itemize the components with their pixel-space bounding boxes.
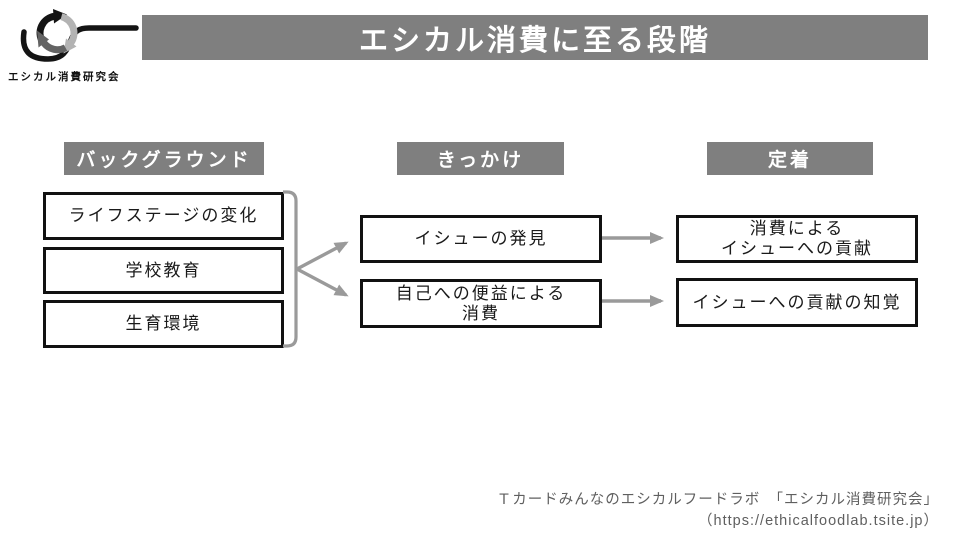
footer-credit: Ｔカードみんなのエシカルフードラボ 「エシカル消費研究会」	[496, 491, 939, 508]
node-upbringing-environment: 生育環境	[43, 300, 284, 348]
title-banner: エシカル消費に至る段階	[142, 15, 928, 60]
recycle-ladle-icon	[20, 9, 139, 62]
footer-url: （https://ethicalfoodlab.tsite.jp）	[698, 512, 939, 529]
node-school-education: 学校教育	[43, 247, 284, 294]
arrow-background-to-issue-discovery	[296, 241, 349, 271]
arrow-background-to-self-benefit	[296, 267, 349, 297]
stage-header-trigger: きっかけ	[397, 142, 564, 175]
node-issue-discovery: イシューの発見	[360, 215, 602, 263]
node-life-stage-change: ライフステージの変化	[43, 192, 284, 240]
node-perceived-contribution: イシューへの貢献の知覚	[676, 278, 918, 327]
footer: Ｔカードみんなのエシカルフードラボ 「エシカル消費研究会」 （https://e…	[497, 490, 939, 532]
logo-caption: エシカル消費研究会	[8, 71, 121, 83]
node-self-benefit-consumption: 自己への便益による 消費	[360, 279, 602, 328]
node-contribution-via-consumption: 消費による イシューへの貢献	[676, 215, 918, 263]
stage-header-retention: 定着	[707, 142, 873, 175]
gather-bracket	[283, 190, 298, 348]
slide-title: エシカル消費に至る段階	[358, 24, 711, 57]
logo: エシカル消費研究会	[8, 6, 144, 84]
stage-header-background: バックグラウンド	[64, 142, 264, 175]
